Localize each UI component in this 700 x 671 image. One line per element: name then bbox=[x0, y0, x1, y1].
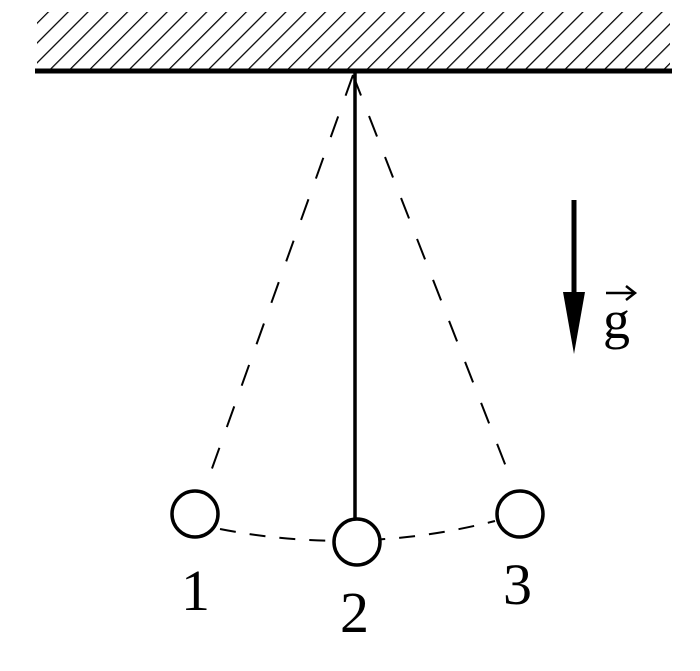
bob-position-2 bbox=[332, 517, 382, 567]
ceiling bbox=[35, 12, 672, 74]
gravity-symbol: g bbox=[603, 290, 630, 350]
swing-arc bbox=[219, 520, 496, 542]
bob-position-1 bbox=[170, 489, 220, 539]
label-position-1: 1 bbox=[181, 558, 210, 623]
gravity-label: g bbox=[603, 285, 638, 350]
vector-arrow-head bbox=[625, 285, 638, 301]
ceiling-hatching bbox=[37, 12, 670, 70]
string-position-3-dashed bbox=[352, 74, 513, 483]
label-position-2: 2 bbox=[340, 580, 369, 645]
gravity-arrow-head bbox=[563, 292, 585, 354]
string-position-1-dashed bbox=[204, 74, 354, 489]
label-position-3: 3 bbox=[503, 552, 532, 617]
bob-position-3 bbox=[495, 489, 545, 539]
gravity-arrow bbox=[563, 200, 585, 354]
